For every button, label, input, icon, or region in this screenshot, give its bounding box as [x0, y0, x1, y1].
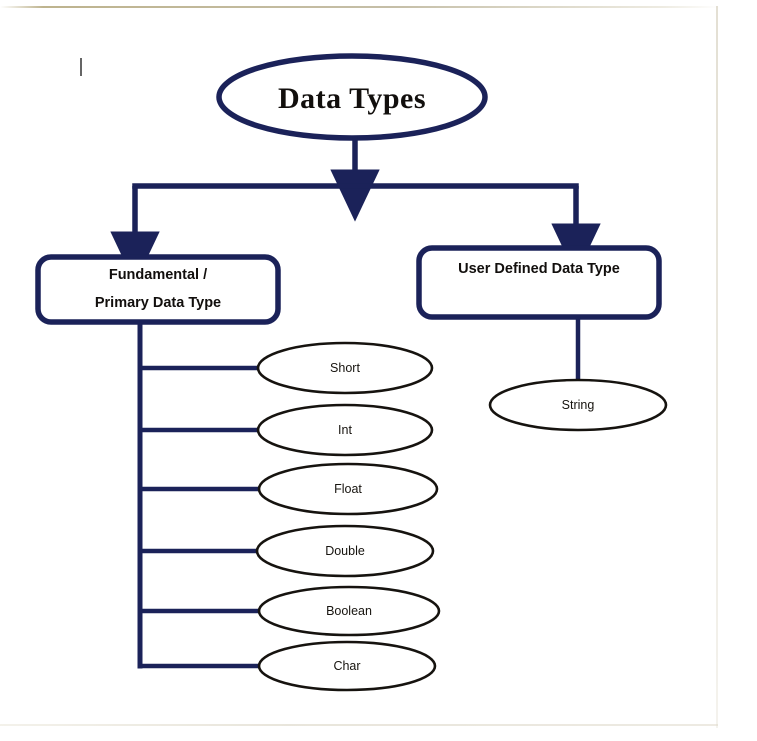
paper-edge-top: [0, 6, 720, 8]
node-boolean-ellipse: [257, 585, 441, 637]
node-char-ellipse: [257, 640, 437, 692]
node-user-defined-box: [416, 245, 662, 320]
node-int-ellipse: [256, 403, 434, 457]
paper-edge-right: [716, 6, 718, 728]
paper-edge-bottom: [0, 724, 718, 726]
stray-pen-mark: [80, 58, 82, 76]
node-float-ellipse: [257, 462, 439, 516]
node-fundamental-box: [35, 254, 281, 325]
node-string-ellipse: [488, 378, 668, 432]
node-data-types-ellipse: [216, 53, 488, 141]
node-double-ellipse: [255, 524, 435, 578]
node-short-ellipse: [256, 341, 434, 395]
